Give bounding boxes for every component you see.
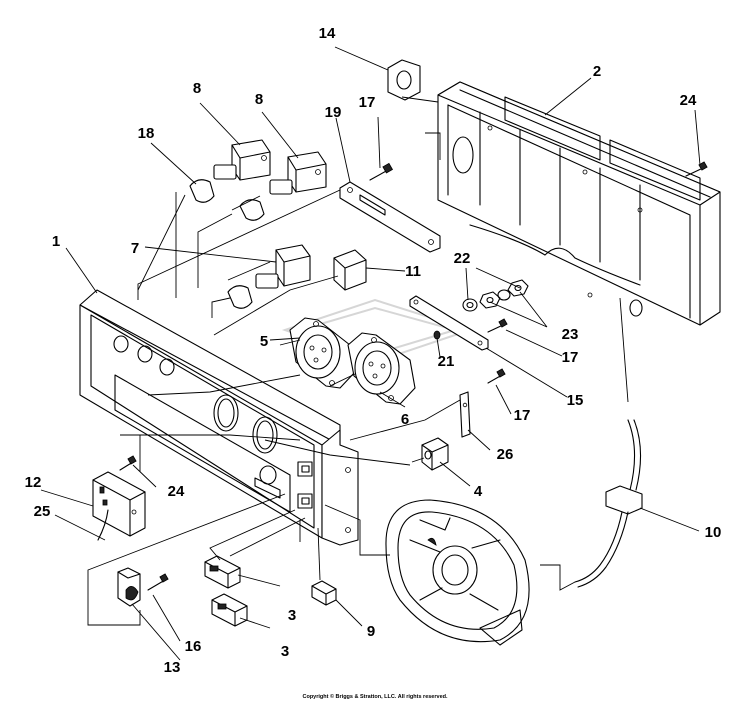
callout-17: 17 — [514, 407, 531, 424]
idle-switch — [411, 437, 449, 471]
callout-17: 17 — [359, 94, 376, 111]
callout-2: 2 — [593, 63, 601, 80]
ground-strap — [409, 295, 489, 351]
receptacle-left — [289, 317, 356, 389]
callout-21: 21 — [438, 353, 455, 370]
rubber-boot — [189, 179, 265, 309]
washer-nut-set — [433, 279, 529, 340]
grommet — [387, 59, 439, 103]
callout-23: 23 — [562, 326, 579, 343]
wire-harness — [574, 419, 643, 588]
push-switch — [311, 580, 337, 606]
copyright-notice: Copyright © Briggs & Stratton, LLC. All … — [302, 693, 448, 700]
callout-labels: 1 2 3 3 4 5 6 7 8 8 9 10 11 12 13 14 15 … — [25, 25, 722, 676]
circuit-breaker-left — [213, 139, 271, 181]
callout-10: 10 — [705, 524, 722, 541]
screw — [119, 455, 137, 471]
mounting-bracket — [339, 181, 441, 253]
callout-5: 5 — [260, 333, 268, 350]
callout-19: 19 — [325, 104, 342, 121]
screw — [487, 318, 508, 333]
callout-3: 3 — [281, 643, 289, 660]
battery-receptacle — [117, 567, 169, 607]
callout-16: 16 — [185, 638, 202, 655]
callout-14: 14 — [319, 25, 336, 42]
callout-26: 26 — [497, 446, 514, 463]
callout-9: 9 — [367, 623, 375, 640]
callout-13: 13 — [164, 659, 181, 676]
callout-17: 17 — [562, 349, 579, 366]
callout-8: 8 — [193, 80, 201, 97]
callout-12: 12 — [25, 474, 42, 491]
callout-22: 22 — [454, 250, 471, 267]
callout-7: 7 — [131, 240, 139, 257]
circuit-breaker-right — [269, 151, 327, 195]
callout-15: 15 — [567, 392, 584, 409]
housing-box — [437, 81, 721, 403]
alternator-fan-housing — [385, 499, 530, 646]
receptacle-right — [347, 332, 416, 405]
phantom-lines — [87, 132, 576, 626]
leader-lines — [40, 46, 701, 661]
rocker-switch — [204, 555, 241, 589]
control-panel — [79, 289, 359, 546]
callout-1: 1 — [52, 233, 60, 250]
callout-24: 24 — [168, 483, 185, 500]
callout-24: 24 — [680, 92, 697, 109]
callout-4: 4 — [474, 483, 483, 500]
callout-25: 25 — [34, 503, 51, 520]
callout-18: 18 — [138, 125, 155, 142]
clip-bracket — [459, 391, 471, 438]
screw — [487, 368, 506, 384]
callout-6: 6 — [401, 411, 409, 428]
screw — [685, 161, 708, 177]
rectifier-block — [333, 249, 367, 291]
rocker-switch — [211, 593, 248, 627]
callout-11: 11 — [405, 263, 421, 280]
screw — [369, 162, 394, 181]
callout-8: 8 — [255, 91, 263, 108]
callout-3: 3 — [288, 607, 296, 624]
circuit-breaker — [255, 244, 311, 289]
circuit-board — [92, 471, 146, 541]
